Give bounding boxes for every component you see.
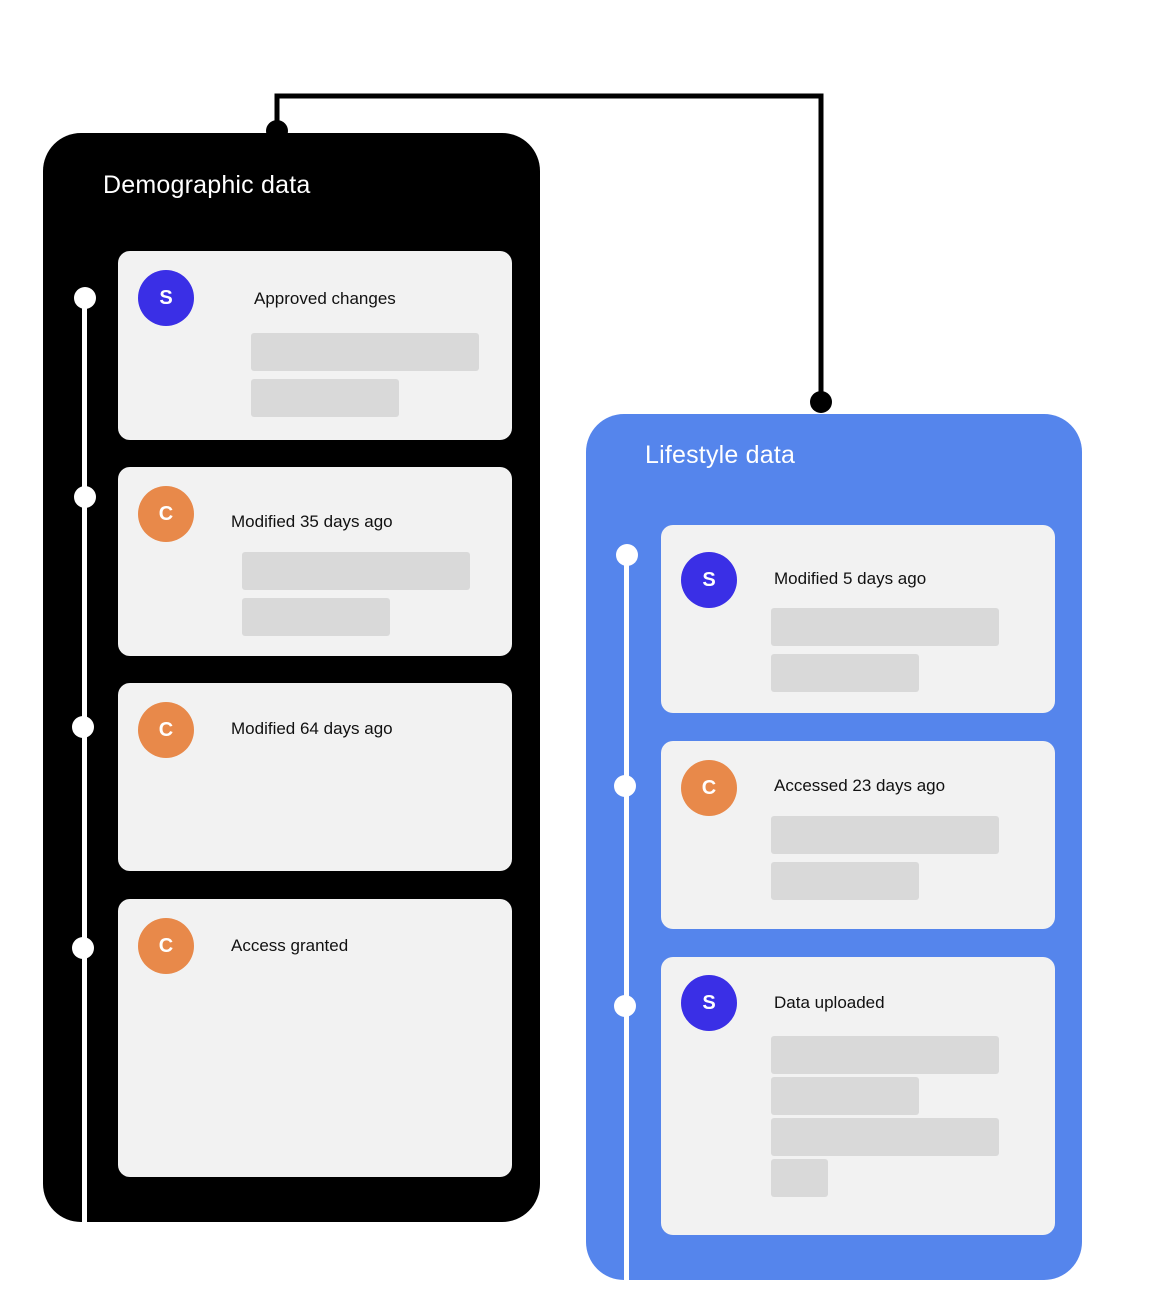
card-label: Access granted: [231, 936, 349, 955]
card-label: Modified 5 days ago: [774, 569, 927, 588]
timeline-rail: [624, 555, 629, 1280]
placeholder-bar: [771, 1036, 999, 1074]
placeholder-bar: [771, 654, 919, 692]
placeholder-bar: [251, 333, 479, 371]
timeline-dot: [74, 287, 96, 309]
placeholder-bar: [251, 379, 399, 417]
placeholder-bar: [771, 816, 999, 854]
card-label: Approved changes: [254, 289, 396, 308]
timeline-dot: [72, 937, 94, 959]
demographic-panel-title: Demographic data: [103, 171, 311, 199]
placeholder-bar: [771, 1118, 999, 1156]
avatar: S: [138, 270, 194, 326]
lifestyle-panel-title: Lifestyle data: [645, 441, 796, 469]
placeholder-bar: [771, 1159, 828, 1197]
connector-end-dot: [810, 391, 832, 413]
placeholder-bar: [771, 1077, 919, 1115]
card-label: Data uploaded: [774, 993, 885, 1012]
timeline-dot: [74, 486, 96, 508]
timeline-dot: [614, 995, 636, 1017]
placeholder-bar: [242, 552, 470, 590]
timeline-card[interactable]: C Modified 64 days ago: [118, 683, 512, 871]
connector-line: [274, 93, 824, 402]
timeline-dot: [72, 716, 94, 738]
placeholder-bar: [771, 862, 919, 900]
card-label: Accessed 23 days ago: [774, 776, 946, 795]
timeline-card[interactable]: C Modified 35 days ago: [118, 467, 512, 656]
avatar: C: [138, 486, 194, 542]
card-label: Modified 64 days ago: [231, 719, 393, 738]
timeline-rail: [82, 298, 87, 1222]
timeline-card[interactable]: C Accessed 23 days ago: [661, 741, 1055, 929]
placeholder-bar: [771, 608, 999, 646]
avatar: C: [138, 702, 194, 758]
timeline-card[interactable]: S Modified 5 days ago: [661, 525, 1055, 713]
timeline-card[interactable]: C Access granted: [118, 899, 512, 1177]
lifestyle-panel: Lifestyle data S Modified 5 days ago C A…: [586, 414, 1082, 1280]
timeline-card[interactable]: S Approved changes: [118, 251, 512, 440]
timeline-dot: [616, 544, 638, 566]
avatar: C: [681, 760, 737, 816]
avatar: C: [138, 918, 194, 974]
placeholder-bar: [242, 598, 390, 636]
timeline-card[interactable]: S Data uploaded: [661, 957, 1055, 1235]
card-label: Modified 35 days ago: [231, 512, 393, 531]
demographic-panel: Demographic data S Approved changes C Mo…: [43, 133, 540, 1222]
avatar: S: [681, 975, 737, 1031]
timeline-dot: [614, 775, 636, 797]
avatar: S: [681, 552, 737, 608]
